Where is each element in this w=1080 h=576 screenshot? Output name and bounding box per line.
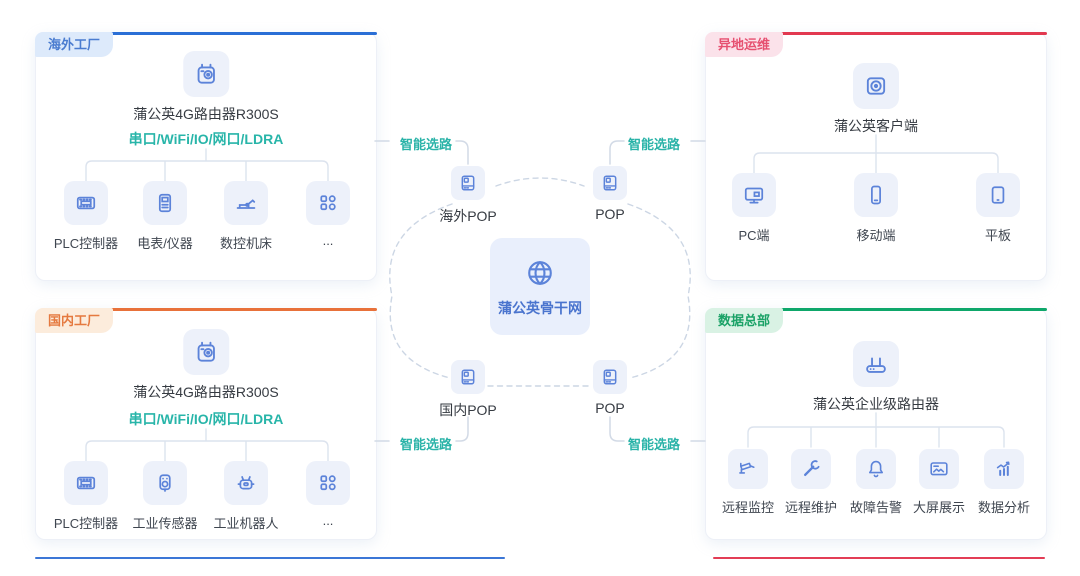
plc-icon [64,181,108,225]
device-label: 远程维护 [784,500,837,515]
router-4g-icon [182,329,229,375]
router-ports-label: 串口/WiFi/IO/网口/LDRA [128,131,284,147]
router-label: 蒲公英4G路由器R300S [133,384,279,400]
panel-accent-bar [46,308,377,311]
device-label: 故障告警 [849,500,902,515]
pop-label: 国内POP [439,402,497,418]
device-label: 平板 [984,228,1011,243]
phone-icon [854,173,898,217]
bottom-accent-line-blue [35,557,505,559]
plc-icon [64,461,108,505]
device-label: ... [322,233,334,248]
device-label: 数控机床 [219,236,272,251]
panel-data-hq: 数据总部 蒲公英企业级路由器 远程监控 [705,308,1047,540]
device-label: 工业机器人 [213,516,279,531]
globe-icon [523,256,557,290]
router-label: 蒲公英企业级路由器 [813,396,939,412]
cnc-machine-icon [224,181,268,225]
bell-icon [856,449,896,489]
robot-icon [224,461,268,505]
pop-node-top-right: POP [565,166,655,222]
smart-routing-label: 智能选路 [399,137,452,152]
wrench-icon [791,449,831,489]
device-label: 大屏展示 [912,500,965,515]
router-ports-label: 串口/WiFi/IO/网口/LDRA [128,411,284,427]
panel-tag: 异地运维 [705,32,784,57]
pop-node-domestic: 国内POP [423,360,513,420]
device-label: 电表/仪器 [137,236,193,251]
panel-overseas-factory: 海外工厂 蒲公英4G路由器R300S 串口/WiFi/IO/网口/LDRA [35,32,377,281]
bar-chart-icon [984,449,1024,489]
backbone-hub-label: 蒲公英骨干网 [498,299,582,316]
pop-node-bottom-right: POP [565,360,655,416]
pop-label: POP [595,206,625,222]
device-label: 数据分析 [977,500,1030,515]
panel-accent-bar [46,32,377,35]
router-4g-icon [182,51,229,97]
device-label: 远程监控 [721,500,774,515]
device-label: 工业传感器 [132,516,198,531]
pop-icon [451,166,485,200]
device-label: PC端 [738,228,770,243]
bottom-accent-line-red [713,557,1045,559]
sensor-icon [143,461,187,505]
more-devices-icon [306,181,350,225]
smart-routing-label: 智能选路 [399,437,452,452]
tablet-icon [976,173,1020,217]
panel-tag: 数据总部 [705,308,784,333]
device-label: 移动端 [856,228,896,243]
device-label: ... [322,513,334,528]
panel-domestic-factory: 国内工厂 蒲公英4G路由器R300S 串口/WiFi/IO/网口/LDRA [35,308,377,540]
panel-tag: 海外工厂 [35,32,114,57]
backbone-hub-card: 蒲公英骨干网 [490,238,590,335]
cctv-icon [728,449,768,489]
pop-icon [593,360,627,394]
more-devices-icon [306,461,350,505]
pop-icon [593,166,627,200]
pop-node-overseas: 海外POP [423,166,513,226]
panel-tag: 国内工厂 [35,308,114,333]
router-label: 蒲公英4G路由器R300S [133,106,279,122]
pc-icon [732,173,776,217]
panel-accent-bar [716,308,1047,311]
panel-remote-ops: 异地运维 蒲公英客户端 PC端 [705,32,1047,281]
screen-display-icon [919,449,959,489]
pop-label: POP [595,400,625,416]
smart-routing-label: 智能选路 [627,437,680,452]
device-label: PLC控制器 [53,236,119,251]
pop-label: 海外POP [439,208,497,224]
client-label: 蒲公英客户端 [834,118,918,134]
meter-icon [143,181,187,225]
client-app-icon [853,63,899,109]
smart-routing-label: 智能选路 [627,137,680,152]
enterprise-router-icon [853,341,899,387]
panel-accent-bar [716,32,1047,35]
device-label: PLC控制器 [53,516,119,531]
pop-icon [451,360,485,394]
